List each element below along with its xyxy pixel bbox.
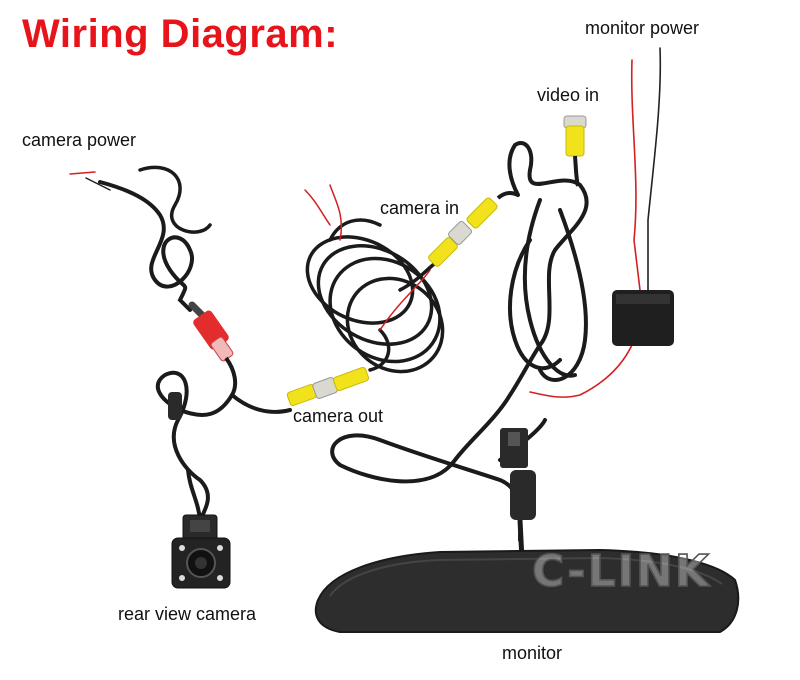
label-monitor: monitor [502,643,562,664]
camera-cable [158,373,290,520]
label-camera-power: camera power [22,130,136,151]
camera-out-connector [286,367,369,407]
camera-power-cable [70,167,210,310]
label-video-in: video in [537,85,599,106]
monitor-mount [500,428,536,560]
label-camera-in: camera in [380,198,459,219]
rear-view-camera [172,515,230,588]
label-rear-view-camera: rear view camera [118,604,256,625]
video-in-connector [564,116,586,186]
label-camera-out: camera out [293,406,383,427]
camera-power-connector [192,305,235,395]
power-adapter-box [612,290,674,346]
brand-watermark: C-LINK [532,546,711,597]
label-monitor-power: monitor power [585,18,699,39]
diagram-title: Wiring Diagram: [22,12,338,57]
